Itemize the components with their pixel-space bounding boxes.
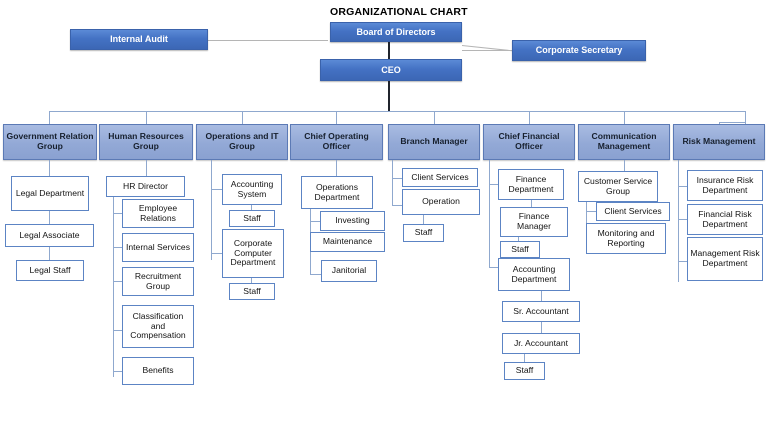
connector-col6-d: [541, 322, 543, 333]
node-maintenance[interactable]: Maintenance: [310, 232, 385, 252]
node-financial-risk-department[interactable]: Financial Risk Department: [687, 204, 763, 235]
connector-col6-b: [518, 237, 520, 241]
connector-drop-col4: [336, 111, 338, 124]
connector-col1-b: [49, 211, 51, 224]
node-jr-accountant[interactable]: Jr. Accountant: [502, 333, 580, 354]
connector-drop-col1: [49, 111, 51, 124]
node-operations-department[interactable]: Operations Department: [301, 176, 373, 209]
connector-drop-col6: [529, 111, 531, 124]
connector-col5-stub1: [392, 178, 402, 180]
node-hr-director[interactable]: HR Director: [106, 176, 185, 197]
connector-internal-audit: [208, 40, 328, 41]
node-chief-operating-officer[interactable]: Chief Operating Officer: [290, 124, 383, 160]
connector-drop-col8b: [719, 122, 746, 124]
connector-col2-stub3: [113, 281, 122, 283]
node-corporate-computer-staff[interactable]: Staff: [229, 283, 275, 300]
connector-corporate-secretary: [462, 50, 512, 51]
connector-drop-col5: [434, 111, 436, 124]
connector-col4-a: [336, 160, 338, 176]
connector-col6-stub1: [489, 184, 498, 186]
connector-col7-stub1: [586, 211, 596, 213]
node-comm-client-services[interactable]: Client Services: [596, 202, 670, 221]
connector-col3-stub1: [211, 189, 222, 191]
node-ceo[interactable]: CEO: [320, 59, 462, 81]
connector-col3-stub2: [211, 253, 222, 255]
connector-col8-stub1: [678, 186, 687, 188]
connector-col8-stub2: [678, 219, 687, 221]
node-accounting-system-staff[interactable]: Staff: [229, 210, 275, 227]
node-investing[interactable]: Investing: [320, 211, 385, 231]
node-legal-staff[interactable]: Legal Staff: [16, 260, 84, 281]
connector-col2-spine: [113, 197, 115, 377]
node-internal-audit[interactable]: Internal Audit: [70, 29, 208, 50]
connector-col8-spine: [678, 160, 680, 282]
node-classification-and-compensation[interactable]: Classification and Compensation: [122, 305, 194, 348]
connector-board-to-ceo: [388, 42, 390, 59]
node-accounting-staff[interactable]: Staff: [504, 362, 545, 380]
node-janitorial[interactable]: Janitorial: [321, 260, 377, 282]
connector-col7-a: [624, 160, 626, 171]
connector-col6-e: [524, 354, 526, 362]
connector-col6-stub2: [489, 267, 498, 269]
connector-col2-stub2: [113, 247, 122, 249]
node-monitoring-and-reporting[interactable]: Monitoring and Reporting: [586, 223, 666, 254]
connector-col2-stub5: [113, 371, 122, 373]
connector-col3-a: [251, 205, 253, 210]
node-operations-and-it-group[interactable]: Operations and IT Group: [196, 124, 288, 160]
node-branch-staff[interactable]: Staff: [403, 224, 444, 242]
connector-col2-a: [146, 160, 148, 176]
connector-ceo-to-bus: [388, 81, 390, 112]
connector-drop-col3: [242, 111, 244, 124]
connector-col6-c: [541, 291, 543, 301]
node-finance-manager[interactable]: Finance Manager: [500, 207, 568, 237]
node-accounting-system[interactable]: Accounting System: [222, 174, 282, 205]
connector-col5-stub2: [392, 205, 402, 207]
node-benefits[interactable]: Benefits: [122, 357, 194, 385]
connector-drop-col7: [624, 111, 626, 124]
connector-col5-a: [423, 215, 425, 224]
connector-drop-col8: [745, 111, 747, 124]
node-finance-staff[interactable]: Staff: [500, 241, 540, 258]
connector-col2-stub4: [113, 330, 122, 332]
connector-col3-spine: [211, 160, 213, 260]
node-management-risk-department[interactable]: Management Risk Department: [687, 237, 763, 281]
connector-col1-c: [49, 247, 51, 260]
connector-col5-spine: [392, 160, 394, 206]
connector-drop-col2: [146, 111, 148, 124]
node-branch-client-services[interactable]: Client Services: [402, 168, 478, 187]
connector-col4-stub1: [310, 221, 320, 223]
node-sr-accountant[interactable]: Sr. Accountant: [502, 301, 580, 322]
node-communication-management[interactable]: Communication Management: [578, 124, 670, 160]
node-branch-manager[interactable]: Branch Manager: [388, 124, 480, 160]
node-corporate-secretary[interactable]: Corporate Secretary: [512, 40, 646, 61]
node-government-relation-group[interactable]: Government Relation Group: [3, 124, 97, 160]
connector-col6-spine: [489, 160, 491, 267]
node-legal-department[interactable]: Legal Department: [11, 176, 89, 211]
node-legal-associate[interactable]: Legal Associate: [5, 224, 94, 247]
connector-col6-a: [531, 200, 533, 207]
connector-col3-b: [251, 278, 253, 283]
connector-drop-col8c: [719, 122, 721, 125]
node-operation[interactable]: Operation: [402, 189, 480, 215]
node-customer-service-group[interactable]: Customer Service Group: [578, 171, 658, 202]
connector-col4-stub3: [310, 274, 321, 276]
chart-title: ORGANIZATIONAL CHART: [330, 6, 468, 18]
node-chief-financial-officer[interactable]: Chief Financial Officer: [483, 124, 575, 160]
connector-bus-horizontal: [49, 111, 746, 113]
node-risk-management[interactable]: Risk Management: [673, 124, 765, 160]
node-internal-services[interactable]: Internal Services: [122, 233, 194, 262]
node-corporate-computer-department[interactable]: Corporate Computer Department: [222, 229, 284, 278]
node-employee-relations[interactable]: Employee Relations: [122, 199, 194, 228]
node-recruitment-group[interactable]: Recruitment Group: [122, 267, 194, 296]
connector-col2-stub1: [113, 213, 122, 215]
node-board-of-directors[interactable]: Board of Directors: [330, 22, 462, 42]
connector-col8-stub3: [678, 261, 687, 263]
connector-col1-a: [49, 160, 51, 176]
node-insurance-risk-department[interactable]: Insurance Risk Department: [687, 170, 763, 201]
node-finance-department[interactable]: Finance Department: [498, 169, 564, 200]
node-accounting-department[interactable]: Accounting Department: [498, 258, 570, 291]
node-human-resources-group[interactable]: Human Resources Group: [99, 124, 193, 160]
